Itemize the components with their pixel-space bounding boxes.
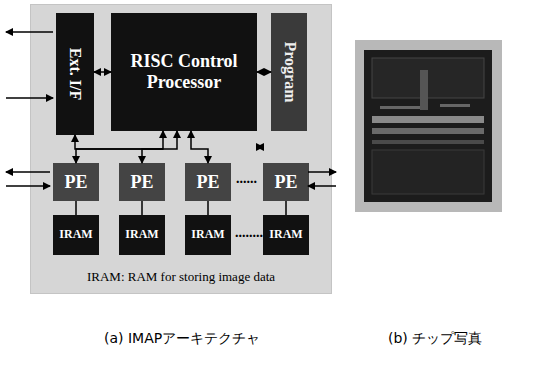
connector: [141, 201, 143, 215]
box-label: IRAM: [269, 228, 302, 242]
chip-pe-row: [372, 140, 484, 144]
box-label: IRAM: [59, 228, 92, 242]
connector: [76, 131, 163, 163]
ext-if-box: Ext. I/F: [56, 13, 94, 135]
ellipsis-dots: ......: [236, 171, 257, 187]
chip-photo-frame: [355, 40, 502, 212]
figure-caption: (b) チップ写真: [388, 330, 482, 348]
box-label: PE: [196, 172, 219, 193]
io-arrow: [308, 185, 336, 187]
chip-pe-row: [372, 116, 484, 123]
pe-box: PE: [185, 163, 231, 201]
iram-box: IRAM: [185, 215, 231, 255]
connector: [257, 71, 271, 73]
chip-block: [440, 104, 470, 107]
io-arrow: [6, 171, 50, 173]
ellipsis-dots: ........: [235, 225, 263, 241]
chip-die: [364, 50, 492, 202]
figure-caption: (a) IMAPアーキテクチャ: [104, 330, 260, 348]
box-label: PE: [274, 172, 297, 193]
io-arrow: [6, 31, 53, 33]
pe-box: PE: [263, 163, 309, 201]
io-arrow: [308, 171, 336, 173]
iram-box: IRAM: [53, 215, 99, 255]
panel-caption: IRAM: RAM for storing image data: [87, 269, 275, 285]
box-label: RISC Control Processor: [111, 51, 257, 92]
connector: [142, 131, 177, 163]
box-label: IRAM: [125, 228, 158, 242]
iram-box: IRAM: [263, 215, 309, 255]
box-label: Program: [280, 41, 298, 102]
box-label: Ext. I/F: [66, 48, 84, 100]
connector: [207, 201, 209, 215]
connector: [75, 201, 77, 215]
program-memory-box: Program: [271, 13, 307, 131]
connector: [285, 201, 287, 215]
chip-pe-row: [372, 128, 484, 134]
io-arrow: [6, 97, 53, 99]
connector: [94, 71, 111, 73]
bus-wire: [75, 135, 163, 149]
iram-box: IRAM: [119, 215, 165, 255]
architecture-panel: IRAM: RAM for storing image data Ext. I/F…: [30, 4, 332, 294]
risc-processor-box: RISC Control Processor: [111, 13, 257, 131]
chip-block: [380, 106, 420, 109]
pe-box: PE: [119, 163, 165, 201]
pe-box: PE: [53, 163, 99, 201]
connector: [257, 146, 263, 148]
box-label: IRAM: [191, 228, 224, 242]
io-arrow: [6, 185, 50, 187]
chip-block: [420, 70, 428, 110]
box-label: PE: [130, 172, 153, 193]
connector: [191, 131, 208, 163]
chip-block: [372, 150, 484, 194]
box-label: PE: [64, 172, 87, 193]
